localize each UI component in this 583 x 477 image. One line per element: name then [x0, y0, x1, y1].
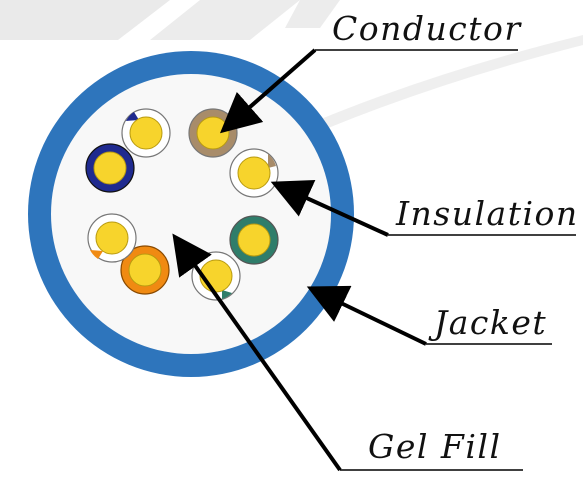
- conductor: [93, 151, 127, 185]
- wire-pair-white-blue: [121, 108, 171, 158]
- conductor: [237, 223, 271, 257]
- wire-pair-orange: [120, 245, 170, 295]
- conductor: [128, 253, 162, 287]
- jacket-leader-arrow: [306, 285, 427, 346]
- callout-jacket: Jacket: [306, 285, 552, 346]
- jacket-label: Jacket: [428, 303, 547, 342]
- conductor-leader-arrow: [219, 48, 317, 134]
- conductor: [237, 156, 271, 190]
- conductor: [196, 116, 230, 150]
- wire-pair-white-brown: [229, 148, 279, 198]
- callout-gel-fill: Gel Fill: [172, 233, 523, 472]
- callout-insulation: Insulation: [270, 180, 579, 237]
- gel-fill-core: [51, 74, 331, 354]
- wire-pair-green: [229, 215, 279, 265]
- gel-fill-label: Gel Fill: [368, 427, 502, 466]
- callout-conductor: Conductor: [219, 9, 522, 134]
- wire-pair-brown: [188, 108, 238, 158]
- insulation-label: Insulation: [395, 194, 579, 233]
- wire-pair-white-orange: [87, 213, 137, 263]
- background-watermark: [0, 0, 583, 160]
- wire-pair-blue: [85, 143, 135, 193]
- gel-fill-leader-arrow: [172, 233, 342, 472]
- conductor: [129, 116, 163, 150]
- conductor-label: Conductor: [332, 9, 522, 48]
- insulation-leader-arrow: [270, 180, 389, 237]
- conductor: [95, 221, 129, 255]
